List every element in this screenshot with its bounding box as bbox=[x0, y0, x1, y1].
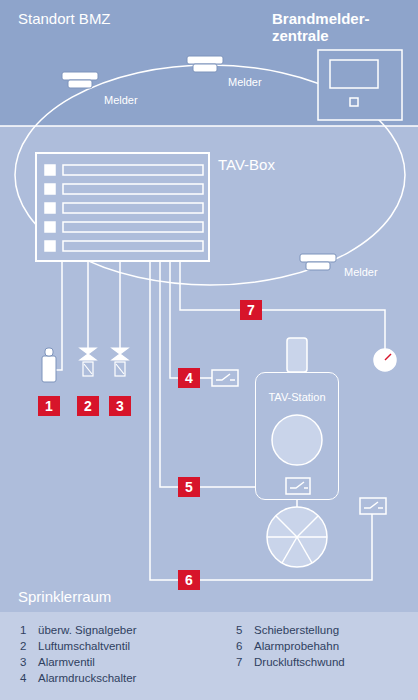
callout-number: 2 bbox=[77, 396, 99, 416]
callout-number: 3 bbox=[109, 396, 131, 416]
detector-label: Melder bbox=[344, 266, 378, 278]
wire-connector bbox=[170, 262, 178, 378]
node-title: TAV-Box bbox=[218, 156, 275, 173]
callout-text: 4 bbox=[185, 370, 193, 386]
tav-box: TAV-Box bbox=[35, 152, 210, 262]
callout-number: 5 bbox=[178, 477, 200, 497]
callout-text: 7 bbox=[247, 302, 255, 318]
wire-connector bbox=[180, 262, 240, 310]
legend-number: 4 bbox=[20, 672, 26, 684]
callout-number: 4 bbox=[178, 368, 200, 388]
region-title: Sprinklerraum bbox=[18, 588, 111, 605]
legend-number: 1 bbox=[20, 624, 26, 636]
node-title: Brandmelder- zentrale bbox=[272, 10, 404, 44]
wire-connector bbox=[160, 262, 178, 487]
legend-number: 3 bbox=[20, 656, 26, 668]
wire-connector bbox=[150, 262, 178, 580]
legend-text: überw. Signalgeber bbox=[38, 624, 136, 636]
callout-number: 6 bbox=[178, 570, 200, 590]
legend-number: 5 bbox=[236, 624, 242, 636]
legend-number: 7 bbox=[236, 656, 242, 668]
detector-label: Melder bbox=[104, 94, 138, 106]
tav-station: TAV-Station bbox=[255, 372, 339, 500]
legend-text: Alarmprobehahn bbox=[254, 640, 339, 652]
legend-text: Druckluftschwund bbox=[254, 656, 345, 668]
callout-text: 6 bbox=[185, 572, 193, 588]
callout-number: 1 bbox=[38, 396, 60, 416]
legend-text: Schieberstellung bbox=[254, 624, 339, 636]
detector-label: Melder bbox=[228, 76, 262, 88]
callout-number: 7 bbox=[240, 300, 262, 320]
legend-text: Alarmventil bbox=[38, 656, 95, 668]
callout-text: 1 bbox=[45, 398, 53, 414]
legend-text: Luftumschaltventil bbox=[38, 640, 130, 652]
wire-connector bbox=[200, 487, 255, 488]
legend-number: 2 bbox=[20, 640, 26, 652]
callout-text: 3 bbox=[116, 398, 124, 414]
region-title: Standort BMZ bbox=[18, 10, 111, 27]
callout-text: 5 bbox=[185, 479, 193, 495]
callout-text: 2 bbox=[84, 398, 92, 414]
node-title: TAV-Station bbox=[256, 391, 338, 403]
legend-text: Alarmdruckschalter bbox=[38, 672, 136, 684]
legend-number: 6 bbox=[236, 640, 242, 652]
fire-panel: Brandmelder- zentrale bbox=[318, 50, 402, 120]
